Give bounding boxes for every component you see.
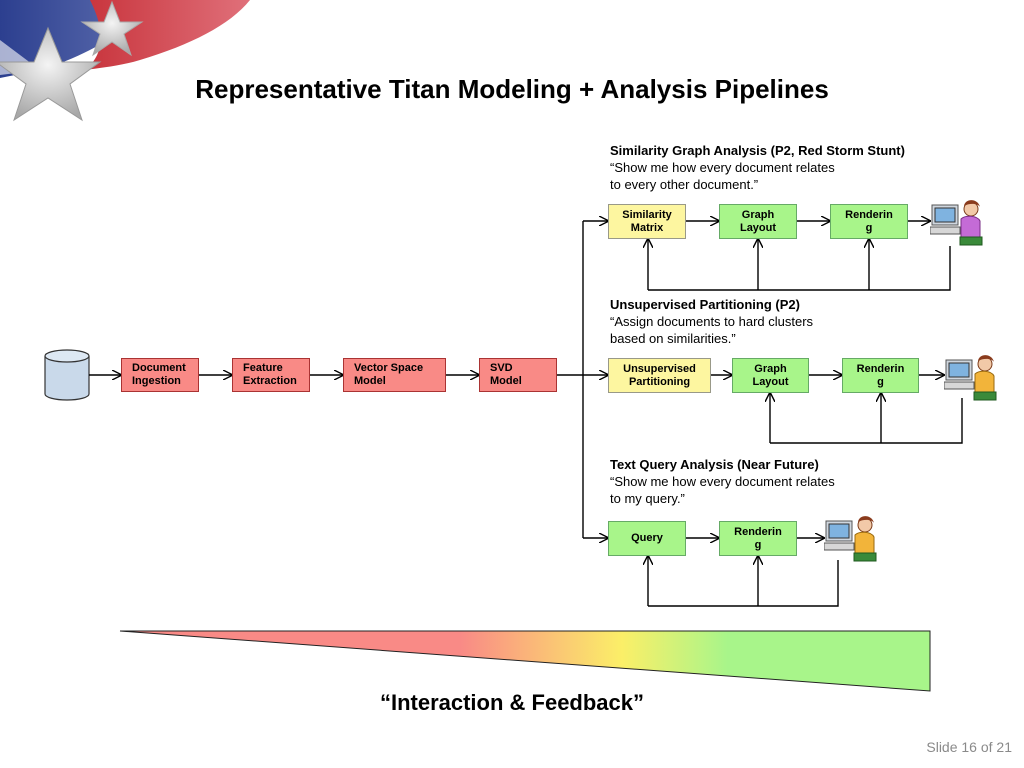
rendering-box: Renderin g [842,358,919,393]
svd-model-box: SVD Model [479,358,557,392]
unsupervised-partitioning-box: Unsupervised Partitioning [608,358,711,393]
user-at-computer-icon [944,355,997,401]
interaction-feedback-label: “Interaction & Feedback” [379,690,645,715]
slide-number: Slide 16 of 21 [926,739,1012,755]
query-box: Query [608,521,686,556]
graph-layout-box: Graph Layout [732,358,809,393]
similarity-matrix-box: Similarity Matrix [608,204,686,239]
rendering-box: Renderin g [719,521,797,556]
feature-extraction-box: Feature Extraction [232,358,310,392]
rendering-box: Renderin g [830,204,908,239]
user-at-computer-icon [930,200,983,246]
partitioning-heading: Unsupervised Partitioning (P2) [610,297,800,312]
interaction-feedback-wedge [119,630,931,692]
graph-layout-box: Graph Layout [719,204,797,239]
query-quote: “Show me how every document relates to m… [610,474,835,506]
document-ingestion-box: Document Ingestion [121,358,199,392]
user-at-computer-icon [824,516,877,562]
similarity-quote: “Show me how every document relates to e… [610,160,835,192]
partitioning-quote: “Assign documents to hard clusters based… [610,314,814,346]
query-heading: Text Query Analysis (Near Future) [610,457,819,472]
vector-space-model-box: Vector Space Model [343,358,446,392]
star-flag-logo [0,0,250,122]
page-title: Representative Titan Modeling + Analysis… [195,74,829,104]
similarity-heading: Similarity Graph Analysis (P2, Red Storm… [610,143,905,158]
database-icon [44,349,90,401]
